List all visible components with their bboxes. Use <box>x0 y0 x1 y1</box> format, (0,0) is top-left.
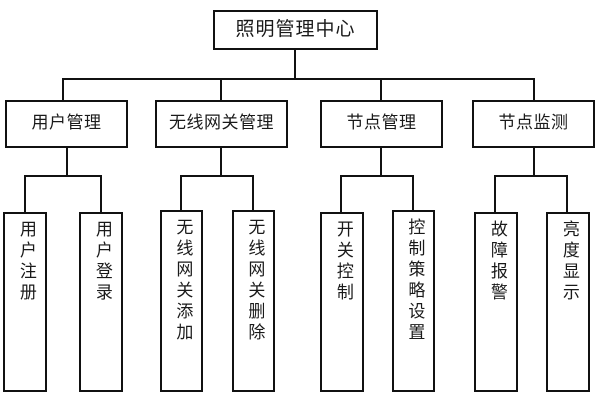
node-user-register[interactable]: 用户注册 <box>3 212 47 392</box>
connector-node-monitoring-bus <box>494 175 568 177</box>
connector-to-control-strategy-setting <box>412 175 414 210</box>
connector-main-bus <box>63 78 535 80</box>
node-control-strategy-setting[interactable]: 控制策略设置 <box>392 210 435 392</box>
connector-to-user-login <box>100 175 102 212</box>
connector-to-gateway-add <box>180 175 182 210</box>
node-wireless-gateway-management[interactable]: 无线网关管理 <box>155 100 288 148</box>
connector-to-switch-control <box>340 175 342 212</box>
node-wireless-gateway-delete[interactable]: 无线网关删除 <box>232 210 275 392</box>
connector-user-management-bus <box>24 175 102 177</box>
node-user-login[interactable]: 用户登录 <box>79 212 123 392</box>
node-root-lighting-management-center[interactable]: 照明管理中心 <box>213 10 378 50</box>
connector-to-fault-alarm <box>494 175 496 212</box>
connector-node-management-stem <box>380 148 382 176</box>
connector-to-brightness-display <box>566 175 568 212</box>
node-node-monitoring[interactable]: 节点监测 <box>472 100 595 148</box>
connector-node-management-bus <box>340 175 414 177</box>
node-brightness-display[interactable]: 亮度显示 <box>546 212 590 392</box>
connector-gateway-management-bus <box>180 175 254 177</box>
connector-bus-to-user-management <box>62 78 64 100</box>
connector-bus-to-gateway-management <box>220 78 222 100</box>
connector-to-gateway-delete <box>252 175 254 210</box>
node-user-management[interactable]: 用户管理 <box>5 100 128 148</box>
connector-node-monitoring-stem <box>533 148 535 176</box>
connector-bus-to-node-management <box>380 78 382 100</box>
node-switch-control[interactable]: 开关控制 <box>320 212 364 392</box>
node-wireless-gateway-add[interactable]: 无线网关添加 <box>160 210 203 392</box>
node-node-management[interactable]: 节点管理 <box>320 100 443 148</box>
connector-to-user-register <box>24 175 26 212</box>
connector-bus-to-node-monitoring <box>533 78 535 100</box>
connector-root-stem <box>294 50 296 80</box>
node-fault-alarm[interactable]: 故障报警 <box>474 212 518 392</box>
connector-gateway-management-stem <box>220 148 222 176</box>
connector-user-management-stem <box>66 148 68 176</box>
